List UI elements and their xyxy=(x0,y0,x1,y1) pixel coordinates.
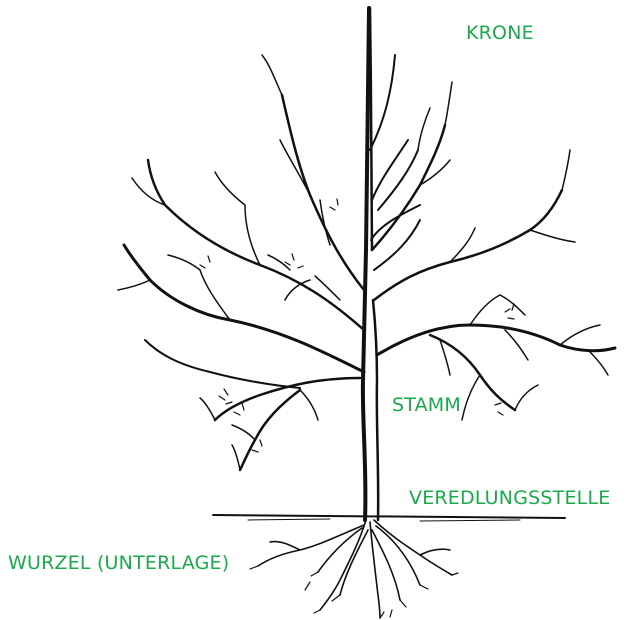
root-hairs xyxy=(250,566,458,618)
trunk xyxy=(363,8,369,520)
right-scaffold-branch xyxy=(372,125,445,250)
ground-line xyxy=(213,515,565,518)
right-scaffold-branch xyxy=(377,325,615,355)
right-upper-branch xyxy=(374,150,420,270)
ground-line-dash xyxy=(248,519,520,521)
right-twig xyxy=(420,82,600,420)
left-scaffold-branch xyxy=(148,160,364,330)
label-rootstock: WURZEL (UNTERLAGE) xyxy=(8,554,229,573)
label-graft-union: VEREDLUNGSSTELLE xyxy=(409,489,610,508)
left-scaffold-branch xyxy=(282,95,364,290)
label-crown: KRONE xyxy=(466,24,534,43)
root-system xyxy=(258,520,452,618)
leader-branch xyxy=(370,55,420,240)
left-twig xyxy=(118,55,310,320)
left-low-limb xyxy=(145,340,300,388)
right-twig xyxy=(418,108,608,375)
label-trunk: STAMM xyxy=(392,396,461,415)
left-twig xyxy=(200,200,340,470)
trunk-outline xyxy=(370,8,378,520)
